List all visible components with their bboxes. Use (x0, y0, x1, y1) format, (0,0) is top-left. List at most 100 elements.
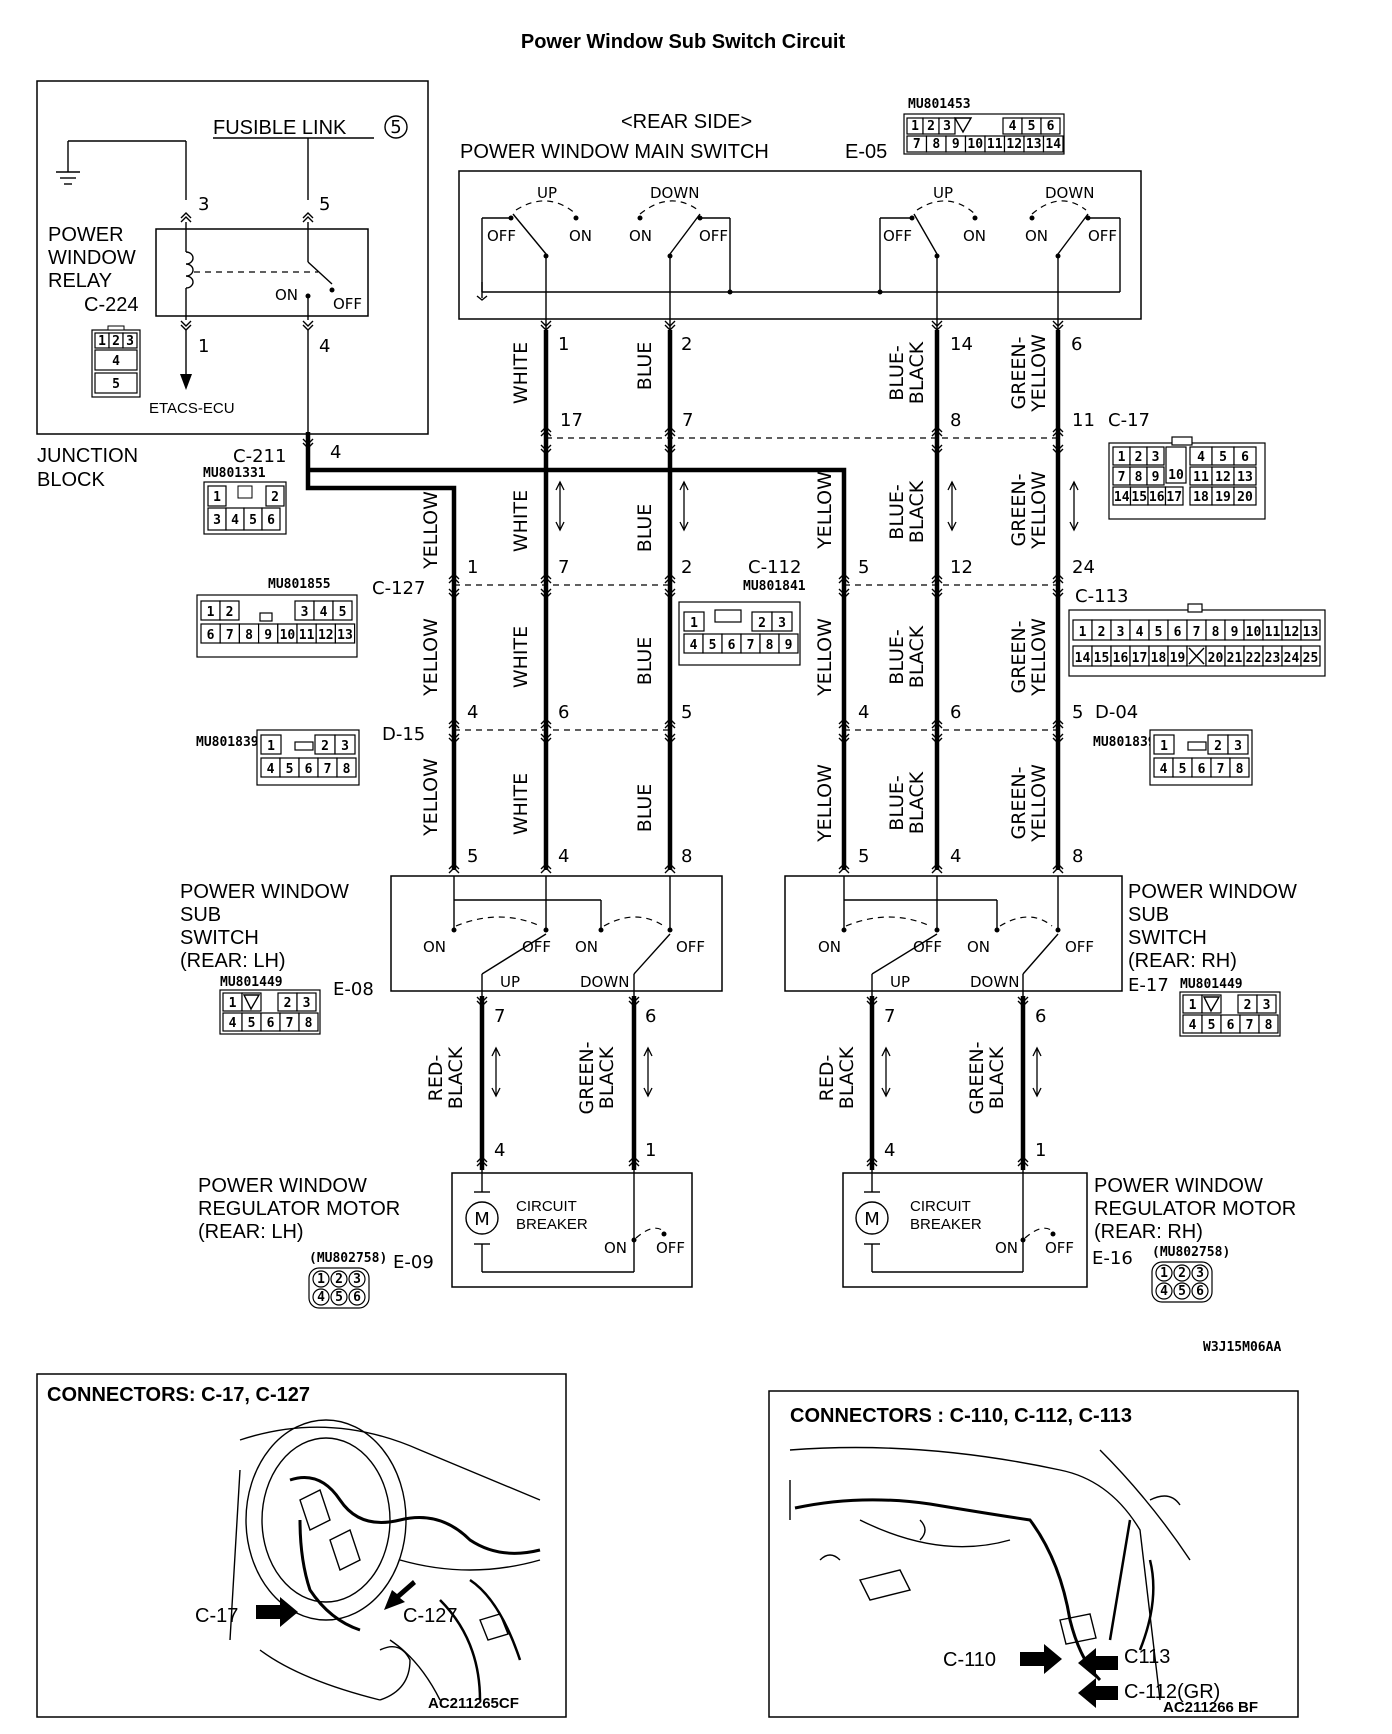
dashboard-drawing-left (229, 1419, 541, 1701)
d04icon-cell: 3 (1234, 739, 1242, 754)
svg-text:6: 6 (267, 513, 275, 528)
sub-lh-pin-7: 7 (494, 1006, 505, 1027)
etacs-ecu-label: ETACS-ECU (149, 400, 235, 417)
c113-cell: 24 (1284, 651, 1300, 666)
sub-rh-on-1: ON (818, 938, 841, 956)
e05-cell: 10 (967, 137, 983, 152)
e09icon-cell: 2 (335, 1272, 343, 1287)
panel-left-header: CONNECTORS: C-17, C-127 (47, 1384, 310, 1406)
main-switch-box (458, 170, 1142, 320)
relay-pin-5: 5 (319, 194, 330, 215)
svg-text:BLACK: BLACK (445, 1046, 467, 1109)
panel-left-label-c17: C-17 (195, 1605, 238, 1627)
motor-rh-part-number: (MU802758) (1152, 1245, 1230, 1260)
sub-rh-off-2: OFF (1065, 938, 1094, 956)
panel-right-label-c110: C-110 (943, 1649, 996, 1671)
svg-text:2: 2 (271, 490, 279, 505)
wire-label-blue-black: BLUE-BLACK (886, 625, 928, 688)
wire-label-yellow: YELLOW (814, 471, 836, 550)
svg-text:BLUE: BLUE (634, 637, 656, 686)
fusible-link-label: FUSIBLE LINK (213, 117, 347, 139)
wire-label-yellow: YELLOW (420, 491, 442, 570)
e08icon-cell: 1 (229, 996, 237, 1011)
wire-label-blue: BLUE (634, 637, 656, 686)
c113-cell: 2 (1098, 625, 1106, 640)
e05-cell: 11 (987, 137, 1003, 152)
svg-text:2: 2 (112, 334, 120, 349)
c112-pin-12: 12 (950, 557, 973, 578)
svg-text:WHITE: WHITE (510, 342, 532, 404)
svg-text:5: 5 (249, 513, 257, 528)
svg-text:BLUE-: BLUE- (886, 629, 908, 684)
c127-pin-2: 2 (681, 557, 692, 578)
main-down-label-rh: DOWN (1045, 184, 1094, 202)
d15icon-cell: 3 (341, 739, 349, 754)
e05-cell: 5 (1028, 119, 1036, 134)
e08icon-cell: 2 (284, 996, 292, 1011)
main-pin-2: 2 (681, 334, 692, 355)
d04-pin-5: 5 (1072, 702, 1083, 723)
svg-text:GREEN-: GREEN- (1008, 473, 1030, 546)
main-up-label-lh: UP (537, 184, 557, 202)
main-off-label-4: OFF (1088, 227, 1117, 245)
sub-lh-pin-8: 8 (681, 846, 692, 867)
c112-cell: 5 (709, 638, 717, 653)
c113-cell: 3 (1117, 625, 1125, 640)
c17-cell: 20 (1237, 490, 1253, 505)
c113-cell: 1 (1079, 625, 1087, 640)
wire-label-green-yellow: GREEN-YELLOW (1008, 471, 1050, 550)
c112-cell: 3 (778, 616, 786, 631)
c17-cell: 11 (1193, 470, 1209, 485)
motor-lh-box (451, 1172, 693, 1288)
svg-text:BLUE: BLUE (634, 784, 656, 833)
e17icon-cell: 2 (1244, 998, 1252, 1013)
arrow-c110-icon (1020, 1644, 1062, 1674)
diagram-title: Power Window Sub Switch Circuit (521, 31, 846, 53)
e16icon-cell: 3 (1196, 1266, 1204, 1281)
main-off-label-2: OFF (699, 227, 728, 245)
arrow-c127-icon (384, 1580, 416, 1610)
c113-cell: 7 (1193, 625, 1201, 640)
d04-part-number: MU801839 (1093, 735, 1156, 750)
svg-text:5: 5 (112, 377, 120, 392)
c17-cell: 8 (1135, 470, 1143, 485)
c112-cell: 9 (785, 638, 793, 653)
connector-panel-left (36, 1373, 567, 1718)
wire-label-blue-black: BLUE-BLACK (886, 341, 928, 404)
c17-pin-7: 7 (682, 410, 693, 431)
sub-rh-up: UP (890, 973, 910, 991)
c112-cell: 1 (690, 616, 698, 631)
sub-lh-on-1: ON (423, 938, 446, 956)
motor-lh-name-3: (REAR: LH) (198, 1221, 304, 1243)
e05-cell: 7 (913, 137, 921, 152)
c113-cell: 13 (1303, 625, 1319, 640)
c113-cell: 10 (1246, 625, 1262, 640)
svg-text:GREEN-: GREEN- (1008, 766, 1030, 839)
sub-lh-name-4: (REAR: LH) (180, 950, 286, 972)
c113-cell: 23 (1265, 651, 1281, 666)
svg-text:YELLOW: YELLOW (1028, 764, 1050, 843)
svg-text:BLACK: BLACK (906, 625, 928, 688)
figure-code: W3J15M06AA (1203, 1340, 1281, 1355)
sub-lh-connector-id: E-08 (333, 979, 374, 1000)
c17-cell: 16 (1149, 490, 1165, 505)
c113-cell: 14 (1075, 651, 1091, 666)
c127-cell: 9 (264, 628, 272, 643)
c17-cell: 18 (1193, 490, 1209, 505)
e16icon-cell: 5 (1178, 1284, 1186, 1299)
wire-label-green-yellow: GREEN-YELLOW (1008, 618, 1050, 697)
motor-lh-part-number: (MU802758) (309, 1251, 387, 1266)
svg-text:BLACK: BLACK (906, 341, 928, 404)
e09icon-cell: 4 (317, 1290, 325, 1305)
svg-text:GREEN-: GREEN- (1008, 620, 1030, 693)
c127-connector-id: C-127 (372, 578, 425, 599)
sub-rh-pin-6: 6 (1035, 1006, 1046, 1027)
wire-label-red-black: RED-BLACK (816, 1046, 858, 1109)
main-on-label-1: ON (569, 227, 592, 245)
c17-cell: 12 (1215, 470, 1231, 485)
svg-text:4: 4 (231, 513, 239, 528)
ground-icon (56, 141, 80, 185)
c112-cell: 7 (747, 638, 755, 653)
svg-text:YELLOW: YELLOW (814, 471, 836, 550)
